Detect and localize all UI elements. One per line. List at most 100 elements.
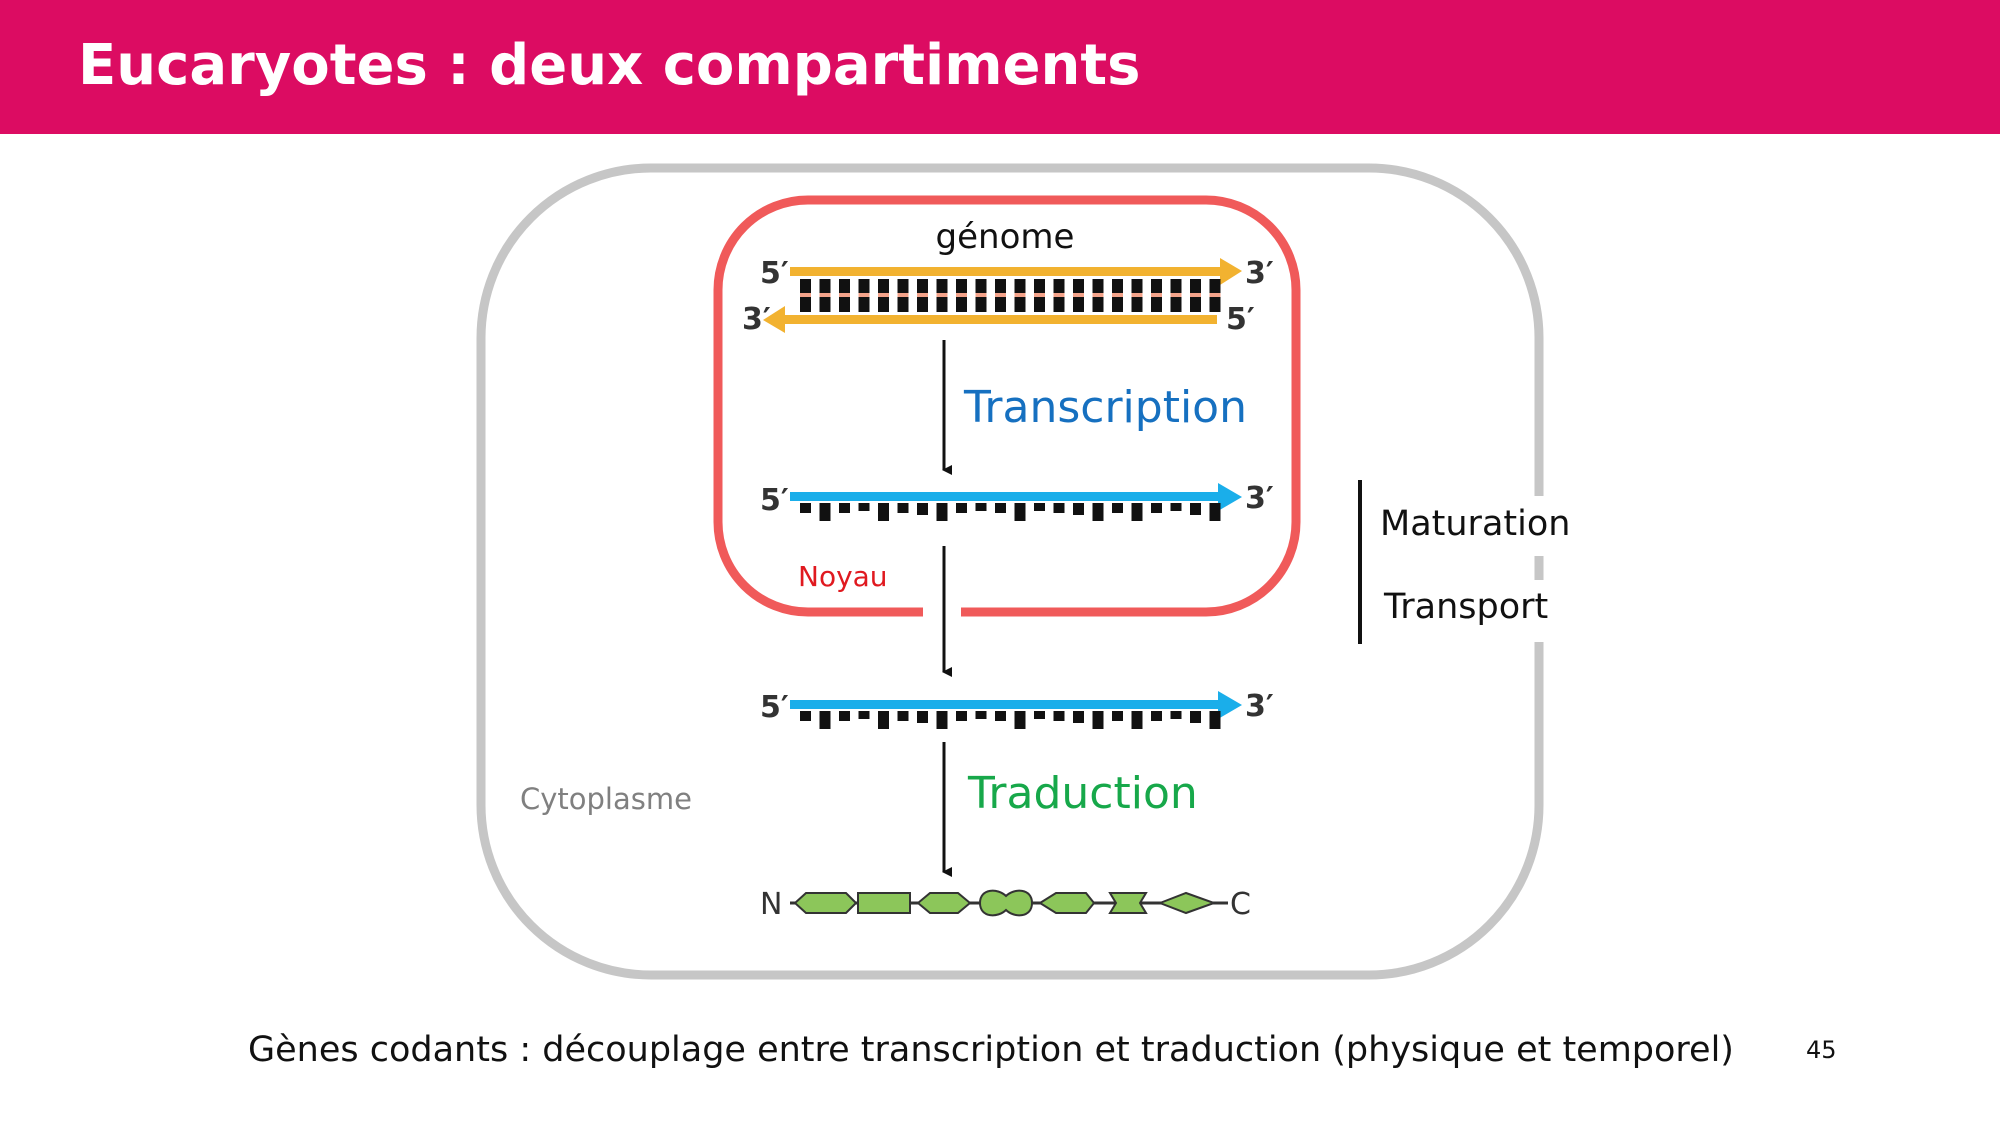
nucleotide	[995, 503, 1006, 513]
nucleotide	[858, 503, 870, 511]
dna-top-arrowhead	[1220, 258, 1242, 285]
nucleotide	[800, 503, 811, 513]
hydrogen-bond	[878, 293, 889, 297]
hydrogen-bond	[1073, 293, 1084, 297]
hydrogen-bond	[1190, 293, 1201, 297]
mature-mrna	[790, 691, 1242, 729]
mature-mrna-bases	[800, 711, 1221, 729]
nucleotide	[1170, 711, 1182, 719]
page-number: 45	[1806, 1036, 1837, 1064]
protein-domain-2	[857, 892, 911, 914]
dna-bottom-3prime: 3′	[742, 302, 771, 337]
nucleotide	[839, 503, 850, 513]
hydrogen-bond	[1151, 293, 1162, 297]
hydrogen-bond	[975, 293, 987, 297]
protein-domain-6	[1108, 892, 1148, 914]
pre-mrna-5prime: 5′	[760, 483, 789, 518]
nucleotide	[1151, 711, 1162, 721]
hydrogen-bond	[936, 293, 948, 297]
nucleotide	[858, 711, 870, 719]
nucleotide	[1151, 503, 1162, 513]
protein-c-terminus: C	[1230, 887, 1251, 922]
nucleotide	[956, 711, 967, 721]
nucleotide	[1034, 711, 1045, 719]
dna-double-strand	[763, 258, 1242, 333]
maturation-label: Maturation	[1380, 504, 1570, 544]
nucleotide	[1131, 503, 1143, 521]
dna-top-5prime: 5′	[760, 256, 789, 291]
hydrogen-bond	[839, 293, 850, 297]
hydrogen-bond	[897, 293, 909, 297]
protein-chain	[790, 889, 1228, 917]
pre-mrna-strand	[790, 492, 1220, 501]
nucleotide	[936, 711, 948, 729]
dna-bottom-5prime: 5′	[1226, 302, 1255, 337]
protein-domain-7	[1157, 891, 1217, 915]
nucleotide	[819, 711, 831, 729]
hydrogen-bond	[956, 293, 967, 297]
nucleotide	[878, 503, 889, 521]
mature-mrna-3prime: 3′	[1245, 689, 1274, 724]
transport-label: Transport	[1383, 587, 1548, 627]
slide-footnote: Gènes codants : découplage entre transcr…	[248, 1030, 1734, 1070]
protein-domain-5	[1038, 892, 1096, 914]
dna-bottom-strand	[785, 315, 1217, 324]
nucleotide	[917, 711, 928, 723]
nucleotide	[819, 503, 831, 521]
pre-mrna	[790, 483, 1242, 521]
nucleotide	[936, 503, 948, 521]
slide-header: Eucaryotes : deux compartiments	[0, 0, 2000, 134]
protein-domain-1	[793, 892, 858, 914]
nucleotide	[975, 503, 987, 511]
hydrogen-bond	[819, 293, 831, 297]
hydrogen-bond	[995, 293, 1006, 297]
hydrogen-bond	[917, 293, 928, 297]
nucleotide	[1190, 711, 1201, 723]
mature-mrna-arrowhead	[1218, 691, 1242, 719]
nucleotide	[1073, 503, 1084, 515]
dna-top-3prime: 3′	[1245, 256, 1274, 291]
hydrogen-bond	[800, 293, 811, 297]
nucleotide	[1112, 711, 1123, 721]
protein-domain-3	[916, 892, 972, 914]
pre-mrna-3prime: 3′	[1245, 481, 1274, 516]
hydrogen-bond	[1131, 293, 1143, 297]
nucleotide	[1170, 503, 1182, 511]
hydrogen-bond	[1209, 293, 1221, 297]
hydrogen-bond	[1112, 293, 1123, 297]
translation-label: Traduction	[967, 768, 1198, 819]
transcription-label: Transcription	[963, 382, 1247, 433]
protein-domain-4	[978, 889, 1034, 917]
nucleus-label: Noyau	[798, 560, 888, 593]
hydrogen-bond	[1034, 293, 1045, 297]
mature-mrna-strand	[790, 700, 1220, 709]
nucleotide	[878, 711, 889, 729]
pre-mrna-bases	[800, 503, 1221, 521]
nucleotide	[917, 503, 928, 515]
cytoplasm-label: Cytoplasme	[520, 782, 692, 816]
protein-n-terminus: N	[760, 887, 782, 922]
nucleotide	[1092, 711, 1104, 729]
nucleotide	[897, 503, 909, 513]
nucleotide	[897, 711, 909, 721]
hydrogen-bond	[1014, 293, 1026, 297]
nucleotide	[975, 711, 987, 719]
genome-label: génome	[936, 217, 1075, 257]
nucleotide	[800, 711, 811, 721]
nucleotide	[1092, 503, 1104, 521]
nucleus-outline	[713, 195, 1301, 617]
hydrogen-bond	[1053, 293, 1065, 297]
nucleotide	[956, 503, 967, 513]
slide-title: Eucaryotes : deux compartiments	[78, 33, 1141, 98]
nuclear-pore-gap	[923, 600, 961, 624]
nucleotide	[1014, 711, 1026, 729]
cell-outline	[476, 163, 1544, 980]
hydrogen-bond	[858, 293, 870, 297]
nucleotide	[1014, 503, 1026, 521]
nucleotide	[1209, 503, 1221, 521]
nucleotide	[1053, 503, 1065, 513]
nucleotide	[995, 711, 1006, 721]
mature-mrna-5prime: 5′	[760, 690, 789, 725]
nucleotide	[839, 711, 850, 721]
